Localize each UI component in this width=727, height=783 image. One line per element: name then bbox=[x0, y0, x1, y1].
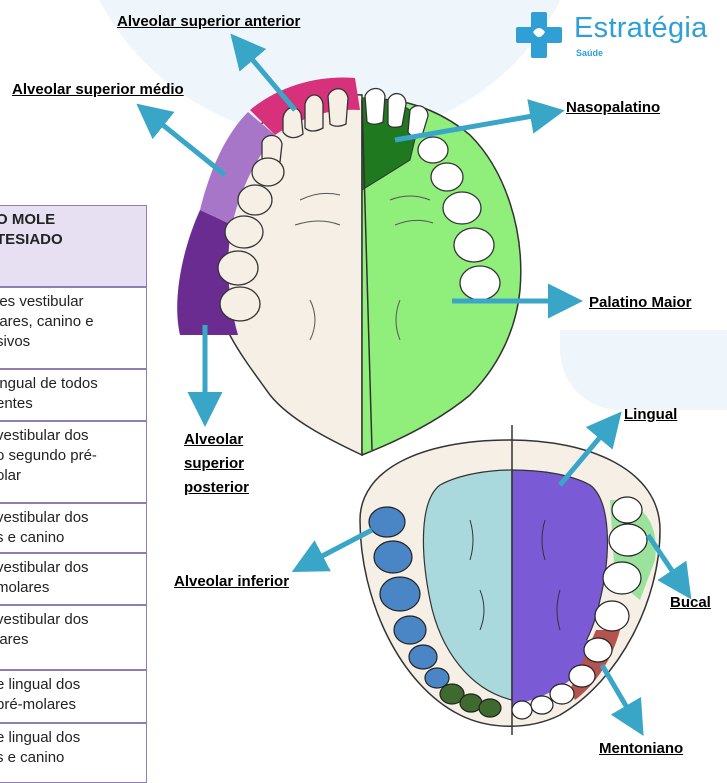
label-palatino-maior: Palatino Maior bbox=[589, 291, 692, 314]
arrow-alveolar-superior-medio bbox=[148, 113, 225, 175]
label-alveolar-superior-posterior: Alveolar superior posterior bbox=[184, 428, 274, 500]
label-mentoniano: Mentoniano bbox=[599, 737, 683, 760]
label-alveolar-superior-anterior: Alveolar superior anterior bbox=[117, 10, 300, 33]
label-nasopalatino: Nasopalatino bbox=[566, 96, 660, 119]
label-alveolar-inferior: Alveolar inferior bbox=[174, 570, 289, 593]
label-alveolar-superior-medio: Alveolar superior médio bbox=[12, 78, 184, 101]
label-bucal: Bucal bbox=[670, 591, 711, 614]
label-lingual: Lingual bbox=[624, 403, 677, 426]
upper-jaw bbox=[177, 77, 521, 455]
arrow-mentoniano bbox=[602, 665, 636, 723]
